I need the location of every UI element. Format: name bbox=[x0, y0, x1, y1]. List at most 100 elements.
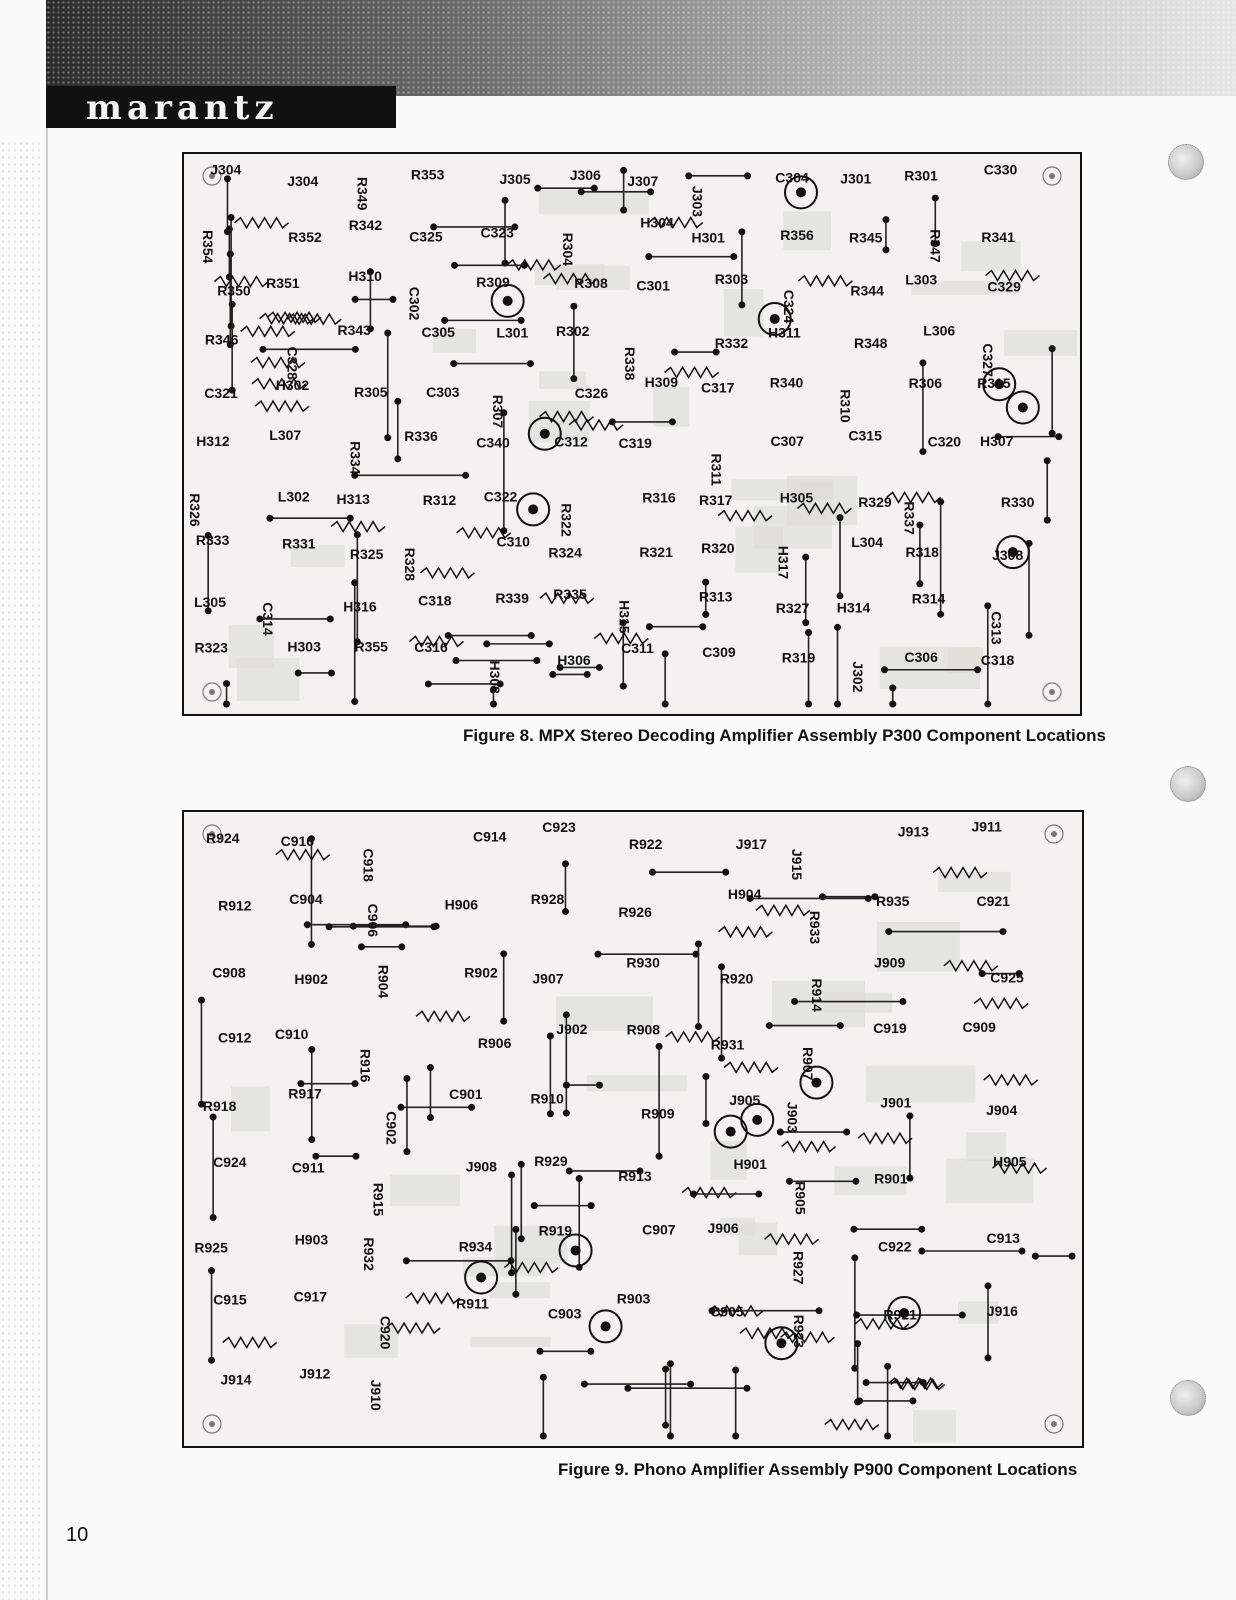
component-label: J304 bbox=[287, 173, 318, 189]
component-label: C327 bbox=[980, 343, 996, 377]
component-label: C310 bbox=[497, 533, 531, 549]
component-label: R927 bbox=[791, 1251, 807, 1285]
component-label: R342 bbox=[349, 217, 383, 233]
component-label: R319 bbox=[782, 649, 816, 665]
component-label: R345 bbox=[849, 229, 883, 245]
component-label: R327 bbox=[776, 600, 810, 616]
component-label: R344 bbox=[850, 282, 884, 298]
component-label: R905 bbox=[792, 1181, 808, 1215]
component-label: R329 bbox=[858, 494, 892, 510]
component-label: R908 bbox=[627, 1021, 661, 1037]
component-label: J906 bbox=[708, 1220, 739, 1236]
component-label: R328 bbox=[402, 548, 418, 582]
component-label: C914 bbox=[473, 829, 507, 845]
component-label: C318 bbox=[981, 652, 1015, 668]
component-label: C918 bbox=[361, 848, 377, 882]
punch-hole-middle bbox=[1170, 766, 1206, 802]
figure9-caption: Figure 9. Phono Amplifier Assembly P900 … bbox=[558, 1460, 1078, 1479]
component-label: C319 bbox=[619, 435, 653, 451]
component-label: R906 bbox=[478, 1035, 512, 1051]
component-label: C329 bbox=[987, 278, 1021, 294]
component-label: C323 bbox=[481, 225, 515, 241]
component-label: R934 bbox=[459, 1239, 493, 1255]
component-label: C321 bbox=[204, 385, 238, 401]
figure8-caption: Figure 8. MPX Stereo Decoding Amplifier … bbox=[463, 726, 1106, 745]
component-label: R929 bbox=[534, 1153, 568, 1169]
component-label: R346 bbox=[205, 332, 239, 348]
component-label: C307 bbox=[771, 433, 805, 449]
component-label: J908 bbox=[466, 1158, 497, 1174]
page-number: 10 bbox=[66, 1524, 89, 1546]
component-label: R333 bbox=[196, 532, 230, 548]
component-label: R347 bbox=[928, 229, 944, 263]
component-label: C301 bbox=[636, 277, 670, 293]
board-artwork bbox=[202, 166, 1077, 708]
component-label: C906 bbox=[365, 904, 381, 938]
component-label: J916 bbox=[987, 1303, 1018, 1319]
component-label: J304 bbox=[210, 162, 241, 178]
component-label: R922 bbox=[629, 836, 663, 852]
component-label: L305 bbox=[194, 594, 226, 610]
component-label: R326 bbox=[187, 493, 203, 527]
component-label: C917 bbox=[294, 1289, 328, 1305]
component-label: J301 bbox=[840, 170, 871, 186]
component-label: H312 bbox=[196, 433, 230, 449]
component-label: C324 bbox=[781, 290, 797, 324]
component-label: L303 bbox=[905, 271, 937, 287]
component-label: R335 bbox=[553, 586, 587, 602]
component-label: J914 bbox=[220, 1372, 251, 1388]
component-label: L301 bbox=[496, 325, 528, 341]
scan-margin-texture bbox=[0, 140, 40, 1600]
component-label: R913 bbox=[618, 1168, 652, 1184]
component-label: J901 bbox=[880, 1095, 911, 1111]
component-label: R321 bbox=[639, 544, 673, 560]
component-label: R302 bbox=[556, 323, 590, 339]
component-label: J308 bbox=[992, 547, 1023, 563]
component-label: H309 bbox=[645, 374, 679, 390]
component-label: C923 bbox=[542, 819, 576, 835]
component-label: C316 bbox=[414, 639, 448, 655]
component-label: C904 bbox=[289, 891, 323, 907]
component-label: R901 bbox=[874, 1171, 908, 1187]
component-label: C907 bbox=[642, 1221, 676, 1237]
component-label: R318 bbox=[906, 544, 940, 560]
component-label: H901 bbox=[734, 1156, 768, 1172]
component-label: R920 bbox=[720, 970, 754, 986]
header-band bbox=[46, 0, 1236, 96]
component-label: H301 bbox=[692, 229, 726, 245]
component-label: R341 bbox=[981, 229, 1015, 245]
component-label: J912 bbox=[299, 1365, 330, 1381]
component-label: R350 bbox=[217, 283, 251, 299]
component-label: R332 bbox=[715, 335, 749, 351]
component-label: R307 bbox=[490, 395, 506, 429]
component-label: J303 bbox=[690, 186, 706, 217]
component-label: C908 bbox=[212, 965, 246, 981]
component-label: H316 bbox=[343, 599, 377, 615]
component-label: R926 bbox=[618, 904, 652, 920]
component-label: R315 bbox=[977, 375, 1011, 391]
component-label: J911 bbox=[972, 819, 1003, 835]
component-label: C915 bbox=[213, 1291, 247, 1307]
component-label: R305 bbox=[354, 384, 388, 400]
component-label: R917 bbox=[288, 1086, 322, 1102]
component-label: R323 bbox=[195, 640, 229, 656]
component-label: R338 bbox=[622, 347, 638, 381]
component-label: H311 bbox=[768, 324, 801, 340]
component-label: R330 bbox=[1001, 494, 1035, 510]
component-label: C317 bbox=[701, 379, 735, 395]
component-label: R911 bbox=[456, 1295, 489, 1311]
component-label: C328 bbox=[284, 347, 300, 381]
component-label: J307 bbox=[627, 173, 658, 189]
logo-bar bbox=[46, 86, 396, 128]
component-label: R902 bbox=[464, 964, 498, 980]
component-label: R916 bbox=[358, 1049, 374, 1083]
component-label: R923 bbox=[791, 1315, 807, 1349]
component-label: H314 bbox=[837, 599, 871, 615]
component-label: C306 bbox=[904, 649, 938, 665]
component-label: C325 bbox=[409, 228, 443, 244]
component-label: C340 bbox=[476, 435, 510, 451]
component-label: R340 bbox=[770, 375, 804, 391]
component-label: C303 bbox=[426, 384, 460, 400]
marantz-logo: marantz bbox=[86, 88, 279, 128]
